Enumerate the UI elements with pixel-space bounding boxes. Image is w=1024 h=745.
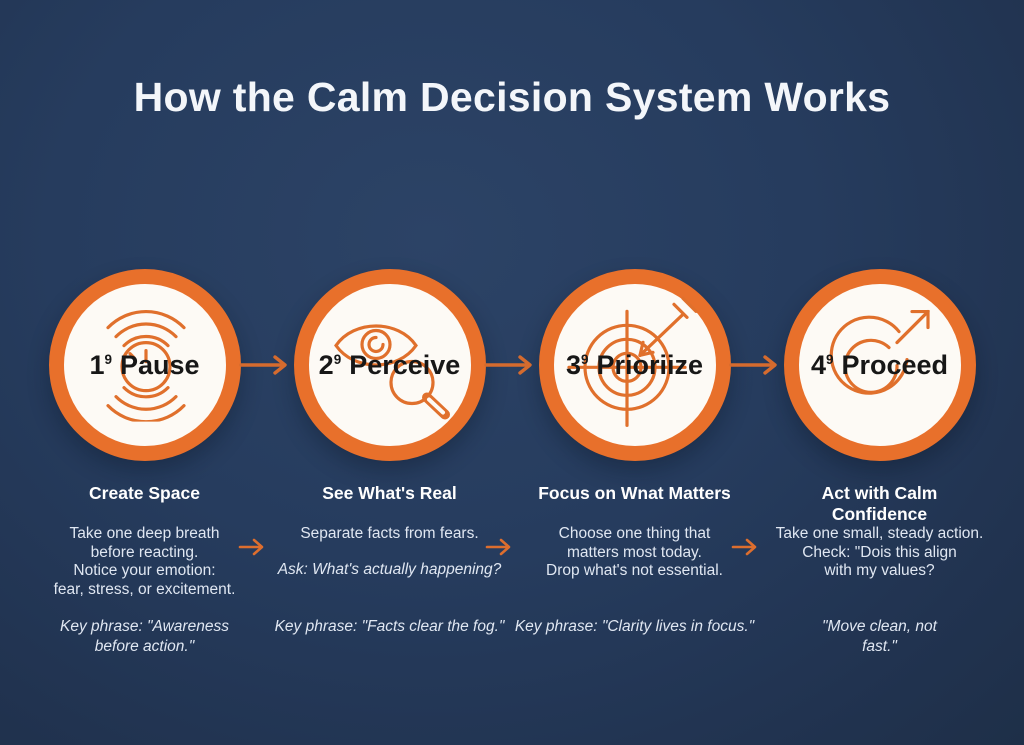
key-phrase-line: "Move clean, not <box>822 618 937 635</box>
step-body: Take one small, steady action. Check: "D… <box>776 525 984 617</box>
step-body: Separate facts from fears. Ask: What's a… <box>278 525 502 617</box>
body-line: Choose one thing that <box>558 525 711 542</box>
step-circle-prioritize: 39 Prioriize <box>538 269 731 461</box>
step-number: 1 <box>89 349 105 380</box>
key-phrase-line: before action." <box>94 638 195 656</box>
step-number-superscript: 9 <box>580 351 589 367</box>
key-phrase: Key phrase: "Clarity lives in focus." <box>515 617 754 637</box>
step-heading: Act with Calm Confidence <box>821 483 938 524</box>
step-number-superscript: 9 <box>825 351 834 367</box>
step-label: 29 Perceive <box>319 350 461 381</box>
step-circle-proceed: 49 Proceed <box>783 269 976 461</box>
step-number-superscript: 9 <box>333 351 342 367</box>
step-number-superscript: 9 <box>104 351 112 367</box>
body-line: with my values? <box>824 562 935 580</box>
eye-magnifier-icon <box>316 299 464 425</box>
spiral-forward-arrow-icon <box>815 302 945 424</box>
step-heading: Create Space <box>89 483 200 503</box>
step-column-pause: 19 Pause Create Space Take one deep breat… <box>22 269 267 657</box>
step-name: Pause <box>119 349 200 380</box>
step-circle-pause: 19 Pause <box>48 269 241 461</box>
body-line: Check: "Dois this align <box>802 543 957 561</box>
step-name: Proceed <box>841 349 949 380</box>
step-column-proceed: 49 Proceed Act with Calm Confidence Take … <box>757 269 1002 657</box>
step-name: Prioriize <box>596 349 704 380</box>
key-phrase: Key phrase: "Awareness before action." <box>60 617 229 657</box>
body-line: before reacting. <box>90 543 199 561</box>
step-label: 49 Proceed <box>811 350 948 381</box>
right-arrow-icon <box>238 353 294 377</box>
right-arrow-icon <box>728 353 784 377</box>
body-line: matters most today. <box>567 543 702 561</box>
key-phrase: "Move clean, not fast." <box>822 617 937 657</box>
step-body: Choose one thing that matters most today… <box>546 525 723 617</box>
right-arrow-icon <box>484 536 516 558</box>
body-line: fear, stress, or excitement. <box>53 580 236 598</box>
body-line: Notice your emotion: <box>73 562 216 580</box>
pause-ripples-clock-icon <box>86 304 204 422</box>
key-phrase-line: fast." <box>862 638 897 656</box>
step-number: 4 <box>810 349 826 380</box>
step-heading: See What's Real <box>322 483 457 503</box>
step-label: 19 Pause <box>89 350 199 381</box>
step-circle-perceive: 29 Perceive <box>293 269 486 461</box>
step-number: 3 <box>565 349 581 380</box>
ask-line: Ask: What's actually happening? <box>277 560 502 578</box>
page-title: How the Calm Decision System Works <box>133 74 891 120</box>
step-label: 39 Prioriize <box>566 350 703 381</box>
key-phrase-line: Key phrase: "Awareness <box>60 618 229 635</box>
body-line: Take one small, steady action. <box>775 525 984 542</box>
body-line: Take one deep breath <box>69 525 220 542</box>
body-line: Separate facts from fears. <box>300 525 479 542</box>
step-column-prioritize: 39 Prioriize Focus on Wnat Matters Choose… <box>512 269 757 657</box>
step-number: 2 <box>318 349 334 380</box>
step-body: Take one deep breath before reacting. No… <box>54 525 236 617</box>
key-phrase-line: Key phrase: "Clarity lives in focus." <box>514 618 755 635</box>
right-arrow-icon <box>483 353 539 377</box>
right-arrow-icon <box>730 536 762 558</box>
step-heading: Focus on Wnat Matters <box>538 483 731 503</box>
key-phrase: Key phrase: "Facts clear the fog." <box>275 617 505 637</box>
right-arrow-icon <box>237 536 269 558</box>
step-column-perceive: 29 Perceive See What's Real Separate fact… <box>267 269 512 657</box>
body-line: Drop what's not essential. <box>546 562 723 580</box>
key-phrase-line: Key phrase: "Facts clear the fog." <box>274 618 505 635</box>
target-arrow-icon <box>564 295 706 429</box>
step-name: Perceive <box>349 349 461 380</box>
